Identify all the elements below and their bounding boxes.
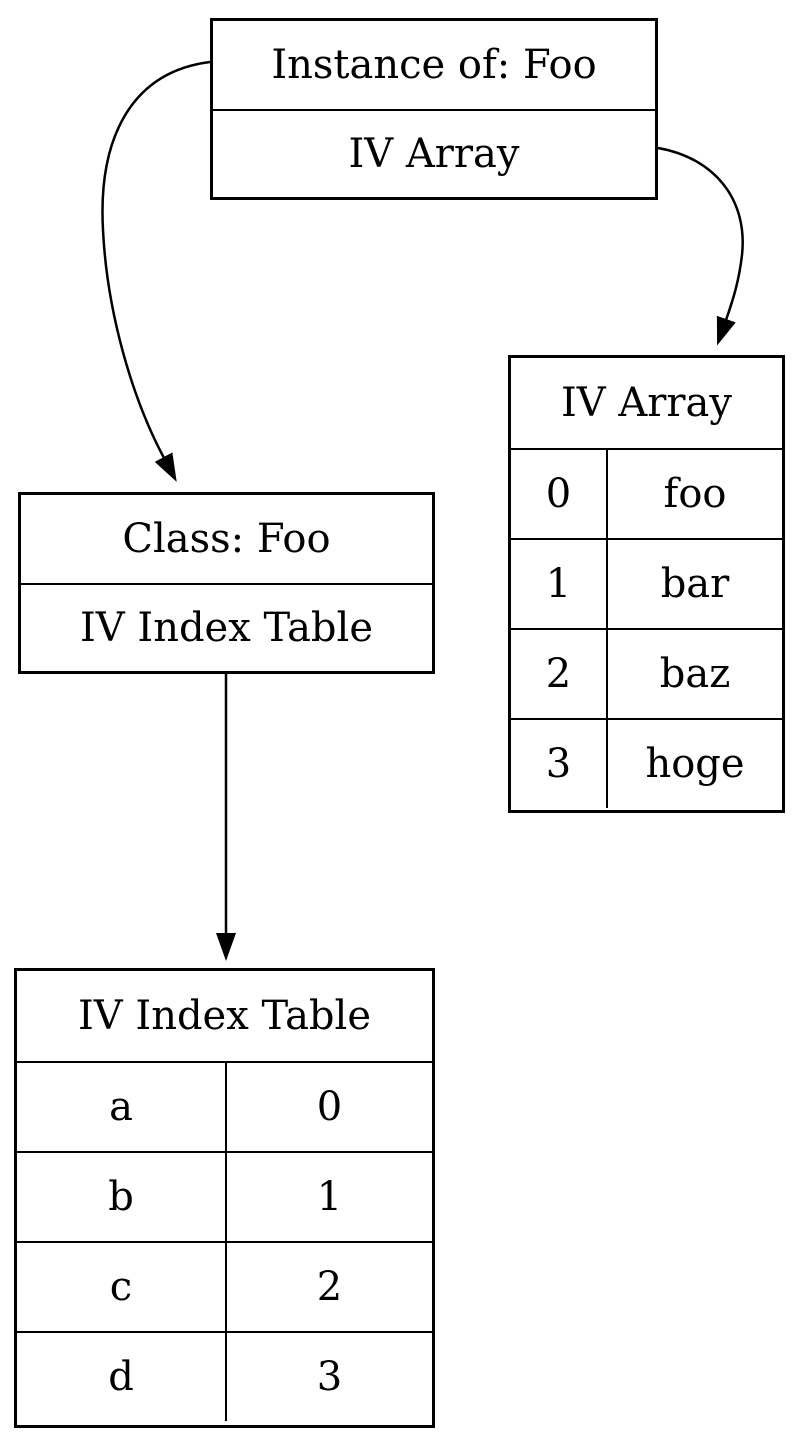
iv-index-key-1: b [17, 1153, 227, 1241]
class-node: Class: Foo IV Index Table [18, 492, 435, 674]
iv-index-row-3: d 3 [17, 1331, 432, 1421]
iv-index-value-3: 3 [316, 1354, 343, 1400]
iv-index-value-0: 0 [316, 1084, 343, 1130]
iv-index-row-1: b 1 [17, 1151, 432, 1241]
iv-array-value-3: hoge [645, 741, 745, 787]
iv-index-row-2: c 2 [17, 1241, 432, 1331]
instance-iv-array-slot: IV Array [213, 109, 655, 197]
iv-array-value-2: baz [659, 651, 731, 697]
instance-title: Instance of: Foo [271, 42, 597, 88]
iv-index-table-title: IV Index Table [77, 993, 371, 1039]
iv-index-key-3: d [17, 1333, 227, 1421]
instance-node: Instance of: Foo IV Array [210, 18, 658, 200]
edge-instance-to-class [101, 60, 211, 482]
iv-array-index-2: 2 [511, 630, 608, 718]
iv-array-index-0: 0 [511, 450, 608, 538]
iv-index-value-1: 1 [316, 1174, 343, 1220]
iv-array-index-3: 3 [511, 720, 608, 808]
iv-array-table: IV Array 0 foo 1 bar 2 baz 3 hoge [508, 355, 785, 813]
iv-array-title: IV Array [561, 380, 732, 426]
iv-index-value-2: 2 [316, 1264, 343, 1310]
iv-array-index-1: 1 [511, 540, 608, 628]
iv-index-key-0: a [17, 1063, 227, 1151]
iv-array-row-2: 2 baz [511, 628, 782, 718]
iv-array-value-0: foo [663, 471, 727, 517]
iv-index-row-0: a 0 [17, 1061, 432, 1151]
iv-index-table: IV Index Table a 0 b 1 c 2 d 3 [14, 968, 435, 1428]
edge-instance-to-iv-array [657, 146, 744, 346]
iv-index-key-2: c [17, 1243, 227, 1331]
iv-array-row-1: 1 bar [511, 538, 782, 628]
class-title: Class: Foo [122, 516, 331, 562]
iv-array-row-3: 3 hoge [511, 718, 782, 808]
class-iv-index-table-slot: IV Index Table [21, 583, 432, 671]
iv-array-value-1: bar [660, 561, 730, 607]
iv-array-row-0: 0 foo [511, 448, 782, 538]
